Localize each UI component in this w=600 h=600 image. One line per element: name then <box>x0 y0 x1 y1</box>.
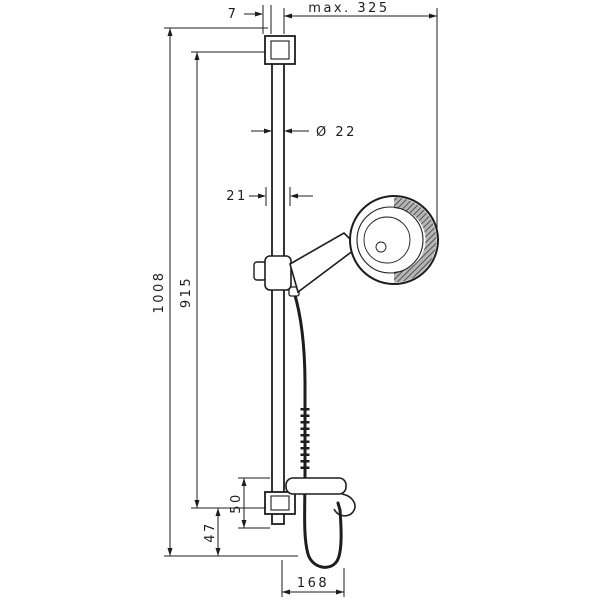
wall-bracket-bottom-inner <box>270 495 290 511</box>
head-inner-ring <box>356 206 424 274</box>
arrowhead <box>255 11 263 17</box>
head-select-button <box>375 241 387 253</box>
dimension-bar-diameter: Ø 22 <box>251 125 357 140</box>
arrowhead <box>264 128 272 134</box>
dim-label-outlet-offset: 50 <box>229 492 244 514</box>
dim-label-bar-height: 915 <box>179 276 194 308</box>
arrowhead <box>215 548 221 556</box>
shower-hose <box>288 286 343 569</box>
dimension-max-reach: max. 325 <box>283 1 438 236</box>
hand-shower-handle <box>289 232 360 294</box>
dimension-top-offset: 7 <box>228 5 272 34</box>
dimension-overall-height: 1008 <box>152 27 298 557</box>
arrowhead <box>284 128 292 134</box>
dimension-bar-gap: 21 <box>226 187 313 206</box>
dimension-bar-height: 915 <box>179 51 266 509</box>
arrowhead <box>167 548 173 556</box>
dim-label-lower-offset: 47 <box>203 521 218 543</box>
slider-clamp <box>264 255 292 291</box>
hand-shower-head <box>349 195 439 285</box>
arrowhead <box>167 28 173 36</box>
dim-label-overall-height: 1008 <box>152 270 167 313</box>
spray-face-hatch <box>393 197 437 283</box>
dimension-base-width: 168 <box>281 560 345 597</box>
hose-hook <box>333 493 356 517</box>
arrowhead <box>282 589 290 595</box>
dimension-outlet-offset: 50 <box>229 477 270 529</box>
dim-label-bar-gap: 21 <box>226 189 248 204</box>
wall-outlet <box>285 477 356 517</box>
arrowhead <box>290 193 298 199</box>
arrowhead <box>284 13 292 19</box>
arrowhead <box>258 193 266 199</box>
wall-bracket-top-inner <box>270 40 290 60</box>
arrowhead <box>215 508 221 516</box>
arrowhead <box>194 52 200 60</box>
arrowhead <box>429 13 437 19</box>
arrowhead <box>336 589 344 595</box>
shower-hose-curve <box>292 290 343 569</box>
hand-shower <box>253 195 439 294</box>
wall-bracket-bottom <box>264 491 296 515</box>
arrowhead <box>194 500 200 508</box>
wall-bracket-top <box>264 35 296 65</box>
arrowhead <box>241 520 247 528</box>
dim-label-top-offset: 7 <box>228 7 239 22</box>
dim-label-max-reach: max. 325 <box>308 1 389 16</box>
wall-outlet-body <box>285 477 347 495</box>
dim-label-diameter: Ø 22 <box>316 125 357 140</box>
arrowhead <box>241 478 247 486</box>
dim-label-base-width: 168 <box>297 576 329 591</box>
dimension-lower-offset: 47 <box>203 508 221 556</box>
head-inner-ring-2 <box>363 216 411 264</box>
